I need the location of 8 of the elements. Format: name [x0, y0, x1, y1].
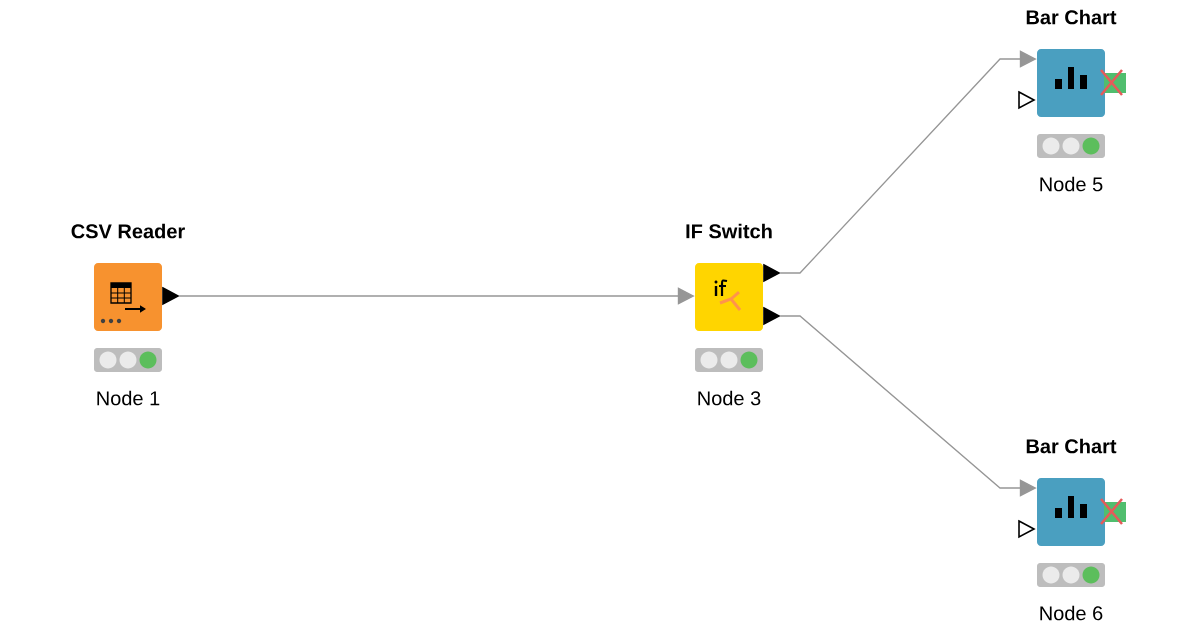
node-caption: Node 6	[1040, 605, 1103, 621]
node-title: Bar Chart	[1026, 9, 1117, 25]
node-title: CSV Reader	[71, 223, 185, 239]
node-caption: Node 3	[698, 390, 761, 406]
node-caption: Node 5	[1040, 176, 1103, 192]
node-title: Bar Chart	[1026, 438, 1117, 454]
node-title: IF Switch	[686, 223, 772, 239]
node-caption: Node 1	[97, 390, 160, 406]
